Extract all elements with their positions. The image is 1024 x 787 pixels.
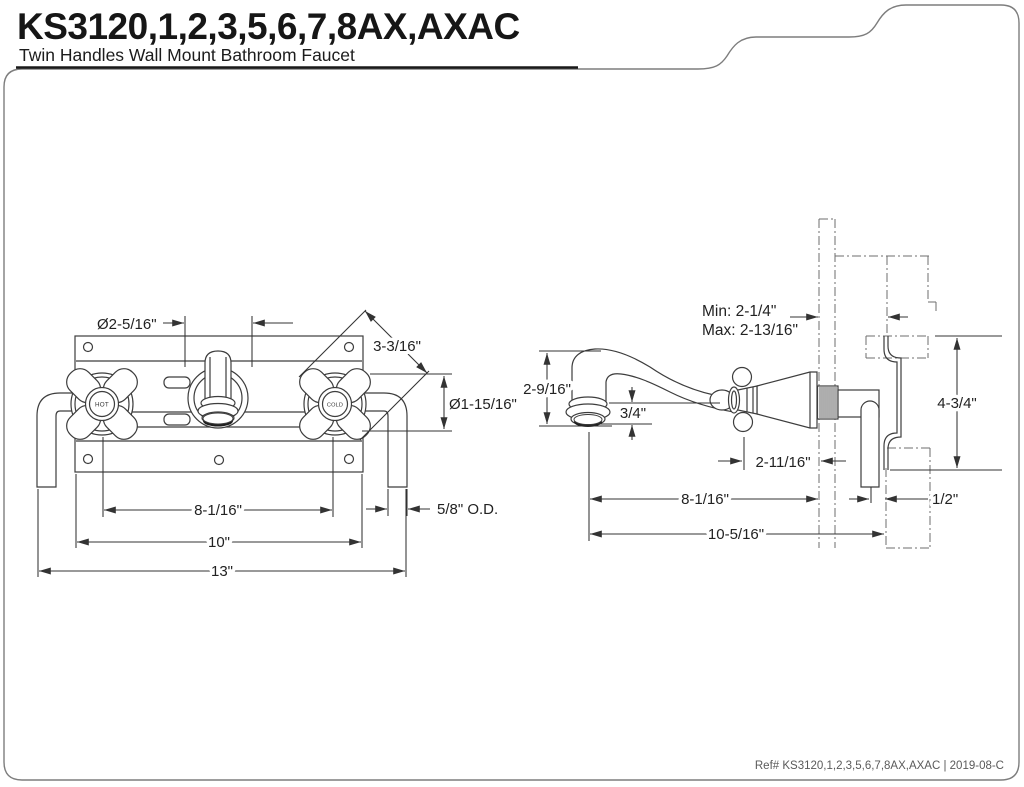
dim-label-handle-centers: 8-1/16" bbox=[194, 502, 242, 519]
dim-label-escutcheon-dia: Ø2-5/16" bbox=[97, 316, 157, 333]
page-subtitle: Twin Handles Wall Mount Bathroom Faucet bbox=[19, 45, 355, 65]
cold-handle: COLD bbox=[299, 368, 371, 440]
dim-label-pipe-od: 5/8" O.D. bbox=[437, 501, 498, 518]
dim-label-overall-depth: 10-5/16" bbox=[708, 526, 764, 543]
mounting-bracket bbox=[883, 336, 902, 470]
wall-section bbox=[818, 218, 836, 548]
dim-label-spout-reach: 8-1/16" bbox=[681, 491, 729, 508]
dim-label-plate-width: 10" bbox=[208, 534, 230, 551]
dim-wall-range: Min: 2-1/4" Max: 2-13/16" bbox=[702, 303, 908, 339]
header: KS3120,1,2,3,5,6,7,8AX,AXAC Twin Handles… bbox=[17, 6, 520, 65]
right-supply-pipe bbox=[342, 392, 408, 488]
dim-label-wall-max: Max: 2-13/16" bbox=[702, 322, 798, 339]
dim-body-height: 4-3/4" bbox=[890, 335, 1002, 471]
spout-outlet-side bbox=[565, 396, 611, 427]
dim-label-handle-diagonal: 3-3/16" bbox=[373, 338, 421, 355]
cold-index-button: COLD bbox=[327, 402, 343, 408]
dim-pipe-od: 5/8" O.D. bbox=[366, 489, 502, 522]
dim-spout-drop: 3/4" bbox=[598, 387, 720, 440]
valve-tab-upper bbox=[163, 376, 191, 389]
footer-reference: Ref# KS3120,1,2,3,5,6,7,8AX,AXAC | 2019-… bbox=[755, 760, 1004, 772]
cross-handle-side bbox=[709, 366, 754, 433]
dim-label-pipe-offset: 1/2" bbox=[932, 491, 958, 508]
dim-handle-diagonal: 3-3/16" bbox=[298, 309, 430, 441]
page-border bbox=[3, 4, 1020, 781]
concealed-valve-phantom bbox=[835, 255, 937, 549]
dim-overall-depth: 10-5/16" bbox=[590, 523, 884, 547]
dim-handle-dia: Ø1-15/16" bbox=[362, 373, 520, 432]
dim-plate-width: 10" bbox=[75, 474, 363, 555]
spout-escutcheon bbox=[163, 350, 249, 429]
threaded-nipple bbox=[816, 385, 839, 420]
dim-label-handle-dia: Ø1-15/16" bbox=[449, 396, 517, 413]
spout-bell-escutcheon bbox=[756, 371, 818, 429]
dim-label-spout-height: 2-9/16" bbox=[523, 381, 571, 398]
dim-handle-to-wall: 2-11/16" bbox=[718, 437, 846, 475]
dim-label-body-height: 4-3/4" bbox=[937, 395, 977, 412]
supply-drop-pipe bbox=[860, 400, 880, 488]
valve-tab-lower bbox=[163, 413, 191, 426]
dim-label-handle-to-wall: 2-11/16" bbox=[755, 454, 810, 471]
dim-handle-centers: 8-1/16" bbox=[102, 437, 334, 523]
dim-label-wall-min: Min: 2-1/4" bbox=[702, 303, 776, 320]
dim-spout-reach: 8-1/16" bbox=[588, 432, 818, 541]
plate-screw-holes bbox=[82, 341, 355, 466]
spout-tube bbox=[204, 350, 232, 402]
dim-pipe-offset: 1/2" bbox=[849, 487, 962, 512]
left-supply-pipe bbox=[36, 392, 96, 488]
dim-label-overall-width: 13" bbox=[211, 563, 233, 580]
front-view: HOT COLD bbox=[36, 309, 520, 584]
dim-escutcheon-dia: Ø2-5/16" bbox=[94, 313, 293, 367]
dim-spout-height: 2-9/16" bbox=[520, 350, 612, 427]
hot-index-button: HOT bbox=[95, 401, 109, 408]
dim-label-spout-drop: 3/4" bbox=[620, 405, 646, 422]
page-title: KS3120,1,2,3,5,6,7,8AX,AXAC bbox=[17, 6, 520, 47]
side-view: 2-9/16" 3/4" Min: 2-1/4" Max: 2-13/16" 2… bbox=[520, 218, 1002, 549]
dim-overall-width: 13" bbox=[37, 489, 407, 584]
hot-handle: HOT bbox=[66, 368, 138, 440]
